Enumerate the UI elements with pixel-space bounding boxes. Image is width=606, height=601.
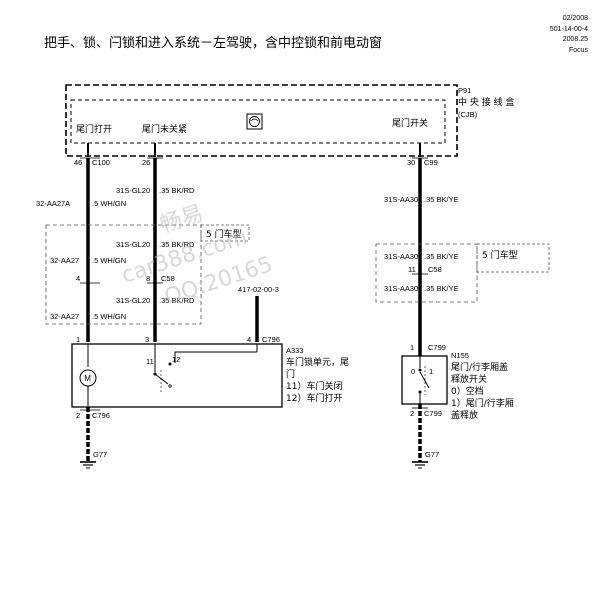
page-title: 把手、锁、闩锁和进入系统－左驾驶，含中控锁和前电动窗: [44, 36, 383, 51]
n155-ref: N155: [451, 351, 469, 360]
switch-pos-11: 11: [146, 357, 154, 366]
pin-1-a333: 1: [76, 335, 80, 344]
variant-box-right: [375, 243, 478, 303]
connector-c796-bottom: C796: [92, 411, 110, 420]
pin-11-c58: 11: [408, 265, 416, 274]
cjb-inner-box: [70, 99, 446, 144]
pin-2-c796: 2: [76, 411, 80, 420]
meta-model-year: 2008.25: [562, 36, 588, 43]
connector-c58-left: C58: [161, 274, 175, 283]
svg-text:M: M: [84, 374, 91, 383]
wire-color-w4: .35 BK/RD: [159, 240, 195, 249]
a333-desc-1: 车门锁单元，尾: [286, 356, 349, 368]
variant-tag-right: [476, 243, 550, 273]
n155-desc-4: 1）尾门/行李厢: [451, 397, 514, 409]
wire-label-w6: 31S-GL20: [116, 296, 150, 305]
document-meta: 02/2008 501-14-00-4 2008.25 Focus: [550, 14, 588, 56]
n155-switch: [418, 366, 430, 395]
ref-417: 417-02-00-3: [238, 285, 279, 294]
variant-tag-left: [200, 224, 250, 242]
n155-desc-1: 尾门/行李厢盖: [451, 361, 508, 373]
a333-box: [71, 343, 283, 408]
wire-label-w1: 32-AA27A: [36, 199, 70, 208]
wire-label-w4: 31S-GL20: [116, 240, 150, 249]
pin-4-a333: 4: [247, 335, 251, 344]
n155-desc-2: 释放开关: [451, 373, 487, 385]
meta-model: Focus: [568, 46, 588, 54]
wire-color-w3: .5 WH/GN: [92, 256, 126, 265]
pin-26: 26: [142, 158, 150, 167]
variant-box-left: [45, 224, 202, 325]
cjb-abbrev: (CJB): [458, 110, 478, 119]
wire-label-w5: 32-AA27: [50, 312, 79, 321]
wire-label-w7: 31S-AA30: [384, 195, 418, 204]
pin-3-a333: 3: [145, 335, 149, 344]
meta-date: 02/2008: [562, 15, 588, 22]
connector-c58-right: C58: [428, 265, 442, 274]
cjb-ref: P91: [458, 86, 471, 95]
ground-icon-left: [80, 461, 96, 469]
wire-color-w6: .35 BK/RD: [159, 296, 195, 305]
ground-g77-right: G77: [425, 450, 439, 459]
pin-46: 46: [74, 158, 82, 167]
connector-c100: C100: [92, 158, 110, 167]
a333-desc-3: 11）车门关闭: [286, 380, 342, 392]
ground-g77-left: G77: [93, 450, 107, 459]
ground-icon-right: [412, 461, 428, 469]
switch-pos-0: 0: [411, 367, 415, 376]
meta-doc-code: 501-14-00-4: [549, 25, 588, 33]
wire-color-w8: .35 BK/YE: [424, 252, 459, 261]
switch-pos-1: 1: [429, 367, 433, 376]
wire-label-w3: 32-AA27: [50, 256, 79, 265]
connector-c799-bottom: C799: [424, 409, 442, 418]
wire-label-w9: 31S-AA30: [384, 284, 418, 293]
cjb-label-tailgate-switch: 尾门开关: [392, 117, 428, 129]
connector-c99: C99: [424, 158, 438, 167]
a333-ref: A333: [286, 346, 304, 355]
variant-five-door-right: 5 门车型: [482, 249, 518, 261]
cjb-label-tailgate-open: 尾门打开: [76, 123, 112, 135]
n155-desc-3: 0）空档: [451, 385, 484, 397]
variant-five-door-left: 5 门车型: [206, 228, 242, 240]
wire-color-w2: .35 BK/RD: [159, 186, 195, 195]
pin-4-c58: 4: [76, 274, 80, 283]
motor-icon: M: [79, 369, 97, 387]
pin-1-c799: 1: [410, 343, 414, 352]
wire-color-w9: .35 BK/YE: [424, 284, 459, 293]
a333-desc-2: 门: [286, 368, 295, 380]
n155-desc-5: 盖释放: [451, 409, 478, 421]
pin-2-c799: 2: [410, 409, 414, 418]
cjb-label-tailgate-ajar: 尾门未关紧: [142, 123, 187, 135]
wire-label-w8: 31S-AA30: [384, 252, 418, 261]
wire-color-w1: .5 WH/GN: [92, 199, 126, 208]
wire-label-w2: 31S-GL20: [116, 186, 150, 195]
a333-desc-4: 12）车门打开: [286, 392, 342, 404]
connector-c799-top: C799: [428, 343, 446, 352]
wire-color-w7: .35 BK/YE: [424, 195, 459, 204]
cjb-outer-box: [65, 84, 458, 157]
cjb-module-icon: [246, 113, 263, 130]
pin-8-c58: 8: [146, 274, 150, 283]
connector-c796-top: C796: [262, 335, 280, 344]
switch-pos-12: 12: [172, 355, 180, 364]
pin-30: 30: [407, 158, 415, 167]
a333-switch: [153, 362, 172, 392]
wire-color-w5: .5 WH/GN: [92, 312, 126, 321]
watermark-line-1: 畅易: [157, 201, 207, 238]
cjb-name: 中 央 接 线 盒: [458, 96, 514, 108]
